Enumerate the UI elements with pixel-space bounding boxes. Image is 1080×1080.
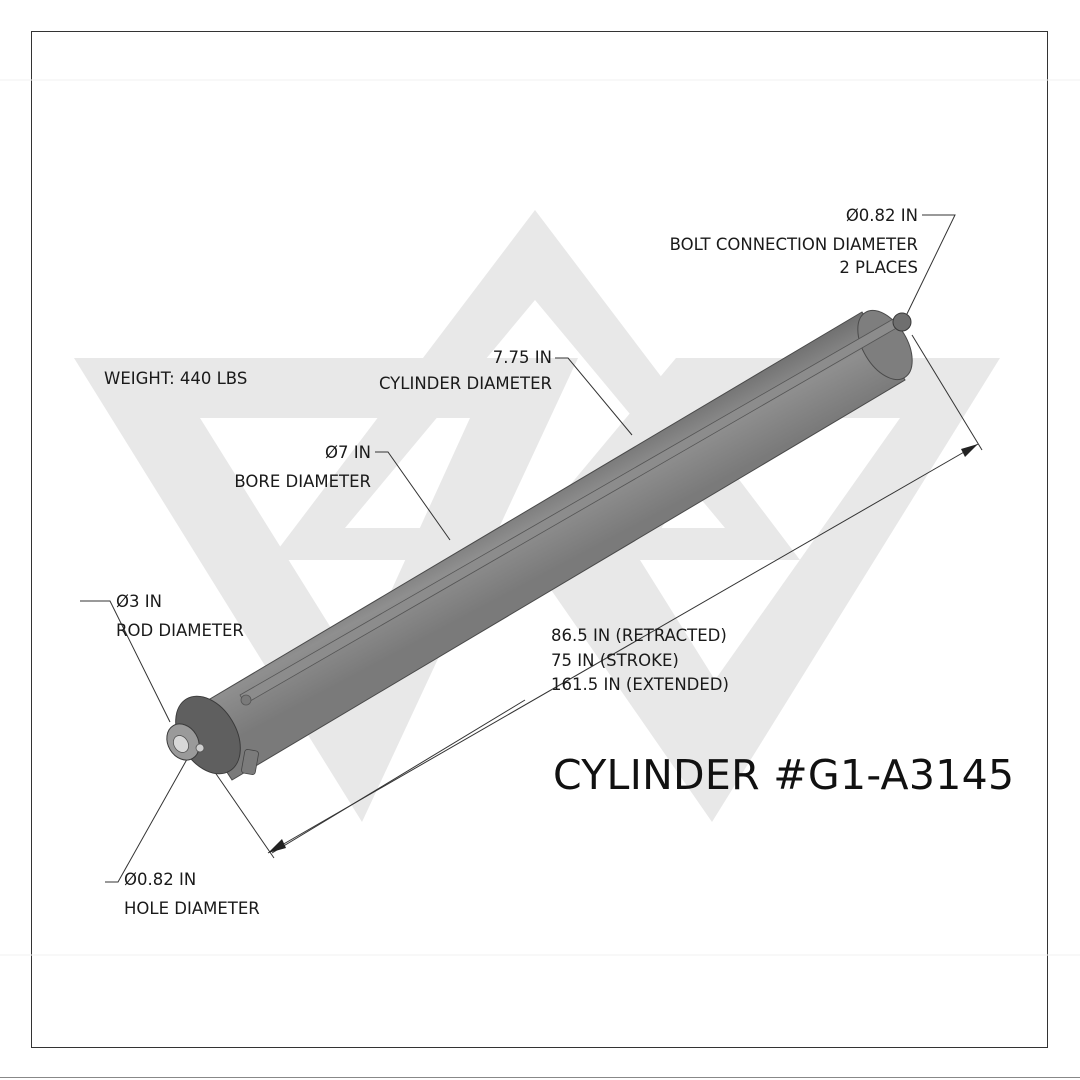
hole-feature [195,743,205,753]
rod-leader [80,600,171,723]
length-extended: 161.5 IN (EXTENDED) [551,675,729,694]
hole-leader [105,744,196,883]
bore-dimension: Ø7 IN [325,443,371,462]
weight-label: WEIGHT: 440 LBS [104,369,248,388]
cylinder-diameter-label: CYLINDER DIAMETER [378,374,552,393]
arrowhead-right [961,444,978,457]
bolt-note: 2 PLACES [839,258,918,277]
arrowheads [268,444,978,853]
bolt-label: BOLT CONNECTION DIAMETER [669,235,918,254]
bore-label: BORE DIAMETER [234,472,371,491]
extension-line-left [211,767,275,859]
extension-line-right [911,334,983,451]
bolt-dimension: Ø0.82 IN [845,206,918,225]
drawing-frame [31,31,1048,1048]
bore-leader [375,451,451,541]
cylinder-diameter-dimension: 7.75 IN [492,348,552,367]
overall-length-line [267,443,979,854]
length-stroke: 75 IN (STROKE) [551,651,679,670]
length-leader-lower [271,699,526,854]
tube-end-fitting [240,694,252,706]
bolt-connection-right [892,312,912,332]
rod-hole [173,735,189,753]
port-fitting [241,749,259,775]
rod-dimension: Ø3 IN [116,592,162,611]
cylinder-dia-leader [555,357,633,436]
part-title: CYLINDER #G1-A3145 [553,751,1015,799]
hydraulic-cylinder [166,310,913,781]
hole-label: HOLE DIAMETER [124,899,260,918]
rod-label: ROD DIAMETER [116,621,244,640]
dimension-lines [80,214,983,883]
arrowhead-left [268,839,286,853]
bottom-rule [0,1077,1080,1078]
hole-dimension: Ø0.82 IN [124,870,197,889]
bolt-leader [904,214,956,319]
length-retracted: 86.5 IN (RETRACTED) [551,626,727,645]
